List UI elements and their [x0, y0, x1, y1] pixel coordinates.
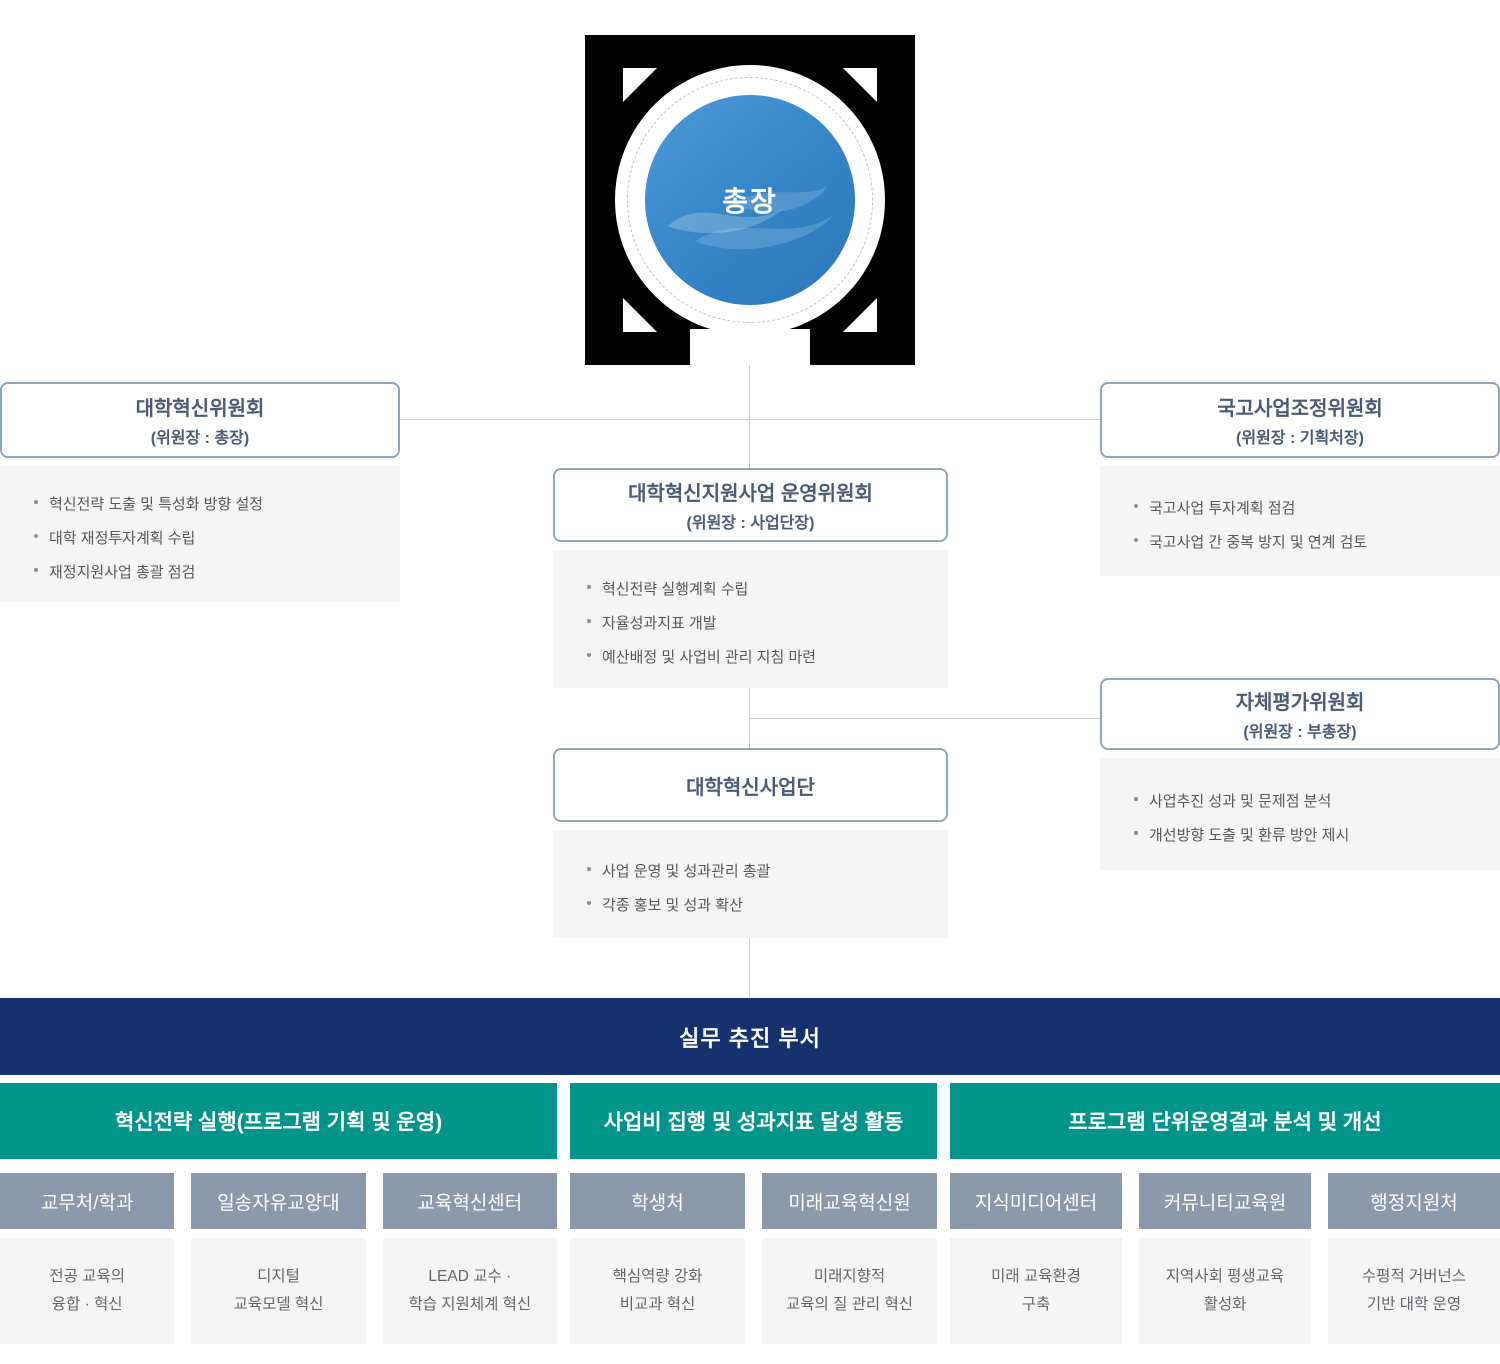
department-group-2: 학생처 핵심역량 강화 비교과 혁신 미래교육혁신원 미래지향적 교육의 질 관…	[570, 1173, 937, 1344]
department-role: 디지털 교육모델 혁신	[191, 1238, 366, 1344]
connector-operating-to-taskforce	[749, 688, 750, 748]
role-line: 핵심역량 강화	[612, 1268, 703, 1285]
group-header-row: 혁신전략 실행(프로그램 기획 및 운영) 사업비 집행 및 성과지표 달성 활…	[0, 1083, 1500, 1159]
committee-innovation-duties: 혁신전략 도출 및 특성화 방향 설정 대학 재정투자계획 수립 재정지원사업 …	[0, 466, 400, 602]
role-line: 지역사회 평생교육	[1165, 1268, 1285, 1285]
committee-title: 대학혁신사업단	[686, 776, 815, 799]
department-role: 전공 교육의 융합 · 혁신	[0, 1238, 175, 1344]
department-name: 교육혁신센터	[382, 1173, 557, 1229]
department-name: 학생처	[570, 1173, 745, 1229]
group-header-2: 사업비 집행 및 성과지표 달성 활동	[570, 1083, 937, 1159]
department-role: 수평적 거버넌스 기반 대학 운영	[1328, 1238, 1500, 1344]
connector-innovation-to-national	[400, 419, 1100, 420]
role-line: LEAD 교수 ·	[428, 1268, 512, 1285]
role-line: 미래 교육환경	[991, 1268, 1081, 1285]
committee-selfeval-duties: 사업추진 성과 및 문제점 분석 개선방향 도출 및 환류 방안 제시	[1100, 758, 1500, 870]
department-col: 지식미디어센터 미래 교육환경 구축	[950, 1173, 1122, 1344]
department-role: 지역사회 평생교육 활성화	[1139, 1238, 1311, 1344]
committee-title: 자체평가위원회	[1235, 692, 1365, 714]
role-line: 기반 대학 운영	[1366, 1296, 1462, 1313]
role-line: 교육의 질 관리 혁신	[786, 1296, 913, 1313]
group-header-1: 혁신전략 실행(프로그램 기획 및 운영)	[0, 1083, 557, 1159]
connector-taskforce-to-banner	[749, 938, 750, 998]
wave-watermark-icon	[666, 185, 834, 249]
duty-item: 재정지원사업 총괄 점검	[33, 561, 263, 582]
connector-to-selfeval	[750, 718, 1100, 719]
connector-president-to-operating	[749, 336, 750, 468]
role-line: 학습 지원체계 혁신	[408, 1296, 532, 1313]
committee-chair: (위원장 : 사업단장)	[686, 515, 815, 532]
department-role: 미래 교육환경 구축	[950, 1238, 1122, 1344]
department-name: 교무처/학과	[0, 1173, 175, 1229]
role-line: 융합 · 혁신	[51, 1296, 123, 1313]
department-col: 커뮤니티교육원 지역사회 평생교육 활성화	[1139, 1173, 1311, 1344]
role-line: 전공 교육의	[49, 1268, 125, 1285]
president-badge: 총장	[645, 95, 855, 305]
department-row: 교무처/학과 전공 교육의 융합 · 혁신 일송자유교양대 디지털 교육모델 혁…	[0, 1173, 1500, 1344]
committee-national-box: 국고사업조정위원회 (위원장 : 기획처장)	[1100, 382, 1500, 458]
dashed-ring	[627, 77, 873, 323]
committee-title: 대학혁신지원사업 운영위원회	[628, 483, 873, 505]
role-line: 디지털	[257, 1268, 300, 1285]
department-name: 커뮤니티교육원	[1139, 1173, 1311, 1229]
duty-item: 예산배정 및 사업비 관리 지침 마련	[586, 646, 816, 667]
emblem-bottom-channel	[690, 329, 810, 365]
committee-chair: (위원장 : 기획처장)	[1236, 430, 1364, 447]
department-group-3: 지식미디어센터 미래 교육환경 구축 커뮤니티교육원 지역사회 평생교육 활성화…	[950, 1173, 1500, 1344]
department-col: 학생처 핵심역량 강화 비교과 혁신	[570, 1173, 745, 1344]
duty-item: 국고사업 투자계획 점검	[1133, 497, 1367, 518]
group-header-3: 프로그램 단위운영결과 분석 및 개선	[950, 1083, 1500, 1159]
duty-item: 각종 홍보 및 성과 확산	[586, 894, 770, 915]
taskforce-box: 대학혁신사업단	[553, 748, 948, 822]
department-name: 지식미디어센터	[950, 1173, 1122, 1229]
department-name: 일송자유교양대	[191, 1173, 366, 1229]
department-role: LEAD 교수 · 학습 지원체계 혁신	[382, 1238, 557, 1344]
department-name: 행정지원처	[1328, 1173, 1500, 1229]
duty-item: 혁신전략 실행계획 수립	[586, 578, 816, 599]
duty-item: 국고사업 간 중복 방지 및 연계 검토	[1133, 531, 1367, 552]
working-departments-banner: 실무 추진 부서	[0, 998, 1500, 1075]
committee-title: 대학혁신위원회	[135, 398, 265, 420]
department-col: 일송자유교양대 디지털 교육모델 혁신	[191, 1173, 366, 1344]
committee-chair: (위원장 : 부총장)	[1243, 724, 1357, 741]
department-col: 교무처/학과 전공 교육의 융합 · 혁신	[0, 1173, 175, 1344]
role-line: 구축	[1021, 1296, 1051, 1313]
role-line: 교육모델 혁신	[233, 1296, 324, 1313]
duty-item: 개선방향 도출 및 환류 방안 제시	[1133, 824, 1349, 845]
duty-item: 사업추진 성과 및 문제점 분석	[1133, 790, 1349, 811]
committee-innovation-box: 대학혁신위원회 (위원장 : 총장)	[0, 382, 400, 458]
committee-chair: (위원장 : 총장)	[150, 430, 250, 447]
emblem-corner-notch	[843, 298, 877, 332]
committee-selfeval-box: 자체평가위원회 (위원장 : 부총장)	[1100, 678, 1500, 750]
department-col: 미래교육혁신원 미래지향적 교육의 질 관리 혁신	[762, 1173, 937, 1344]
role-line: 수평적 거버넌스	[1361, 1268, 1467, 1285]
role-line: 비교과 혁신	[619, 1296, 696, 1313]
duty-item: 대학 재정투자계획 수립	[33, 527, 263, 548]
emblem-corner-notch	[623, 298, 657, 332]
committee-national-duties: 국고사업 투자계획 점검 국고사업 간 중복 방지 및 연계 검토	[1100, 466, 1500, 576]
committee-operating-duties: 혁신전략 실행계획 수립 자율성과지표 개발 예산배정 및 사업비 관리 지침 …	[553, 550, 948, 688]
duty-item: 자율성과지표 개발	[586, 612, 816, 633]
department-role: 핵심역량 강화 비교과 혁신	[570, 1238, 745, 1344]
committee-title: 국고사업조정위원회	[1217, 398, 1383, 420]
duty-item: 사업 운영 및 성과관리 총괄	[586, 860, 770, 881]
role-line: 활성화	[1203, 1296, 1247, 1313]
department-col: 행정지원처 수평적 거버넌스 기반 대학 운영	[1328, 1173, 1500, 1344]
taskforce-duties: 사업 운영 및 성과관리 총괄 각종 홍보 및 성과 확산	[553, 830, 948, 938]
department-name: 미래교육혁신원	[762, 1173, 937, 1229]
duty-item: 혁신전략 도출 및 특성화 방향 설정	[33, 493, 263, 514]
departments-section: 혁신전략 실행(프로그램 기획 및 운영) 사업비 집행 및 성과지표 달성 활…	[0, 1083, 1500, 1344]
department-role: 미래지향적 교육의 질 관리 혁신	[762, 1238, 937, 1344]
department-col: 교육혁신센터 LEAD 교수 · 학습 지원체계 혁신	[382, 1173, 557, 1344]
role-line: 미래지향적	[813, 1268, 886, 1285]
president-circle: 총장	[615, 65, 885, 335]
emblem-corner-notch	[623, 68, 657, 102]
president-label: 총장	[722, 186, 778, 217]
emblem-corner-notch	[843, 68, 877, 102]
department-group-1: 교무처/학과 전공 교육의 융합 · 혁신 일송자유교양대 디지털 교육모델 혁…	[0, 1173, 557, 1344]
committee-operating-box: 대학혁신지원사업 운영위원회 (위원장 : 사업단장)	[553, 468, 948, 542]
